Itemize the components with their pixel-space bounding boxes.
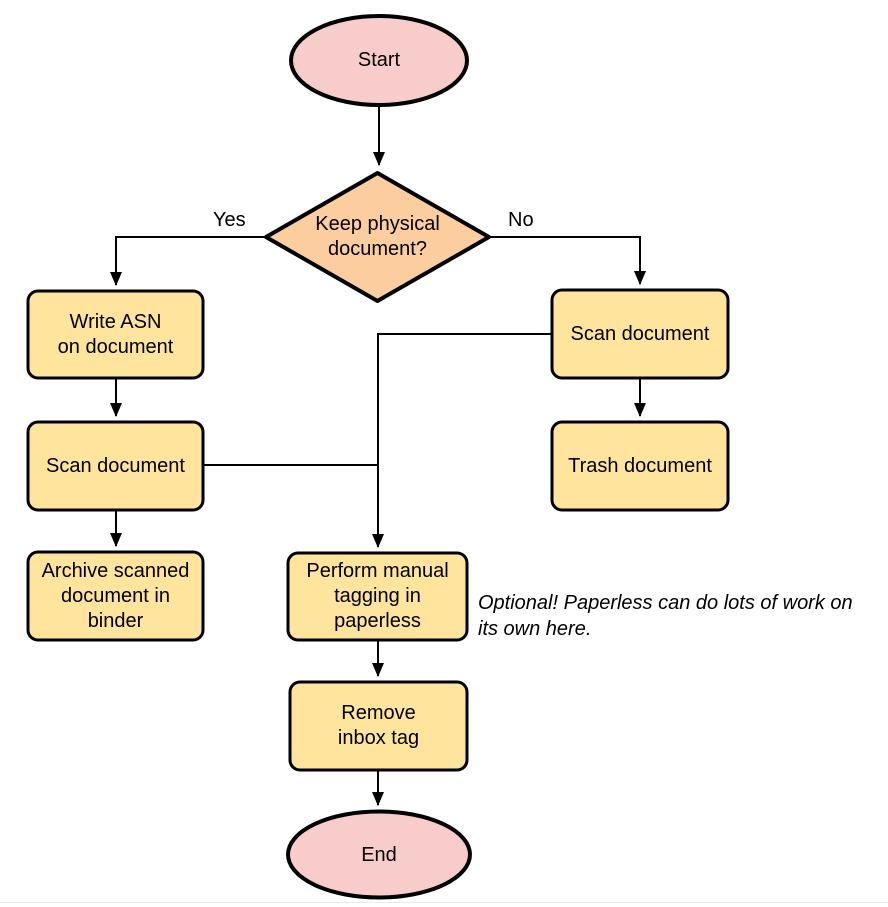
edge-label-no: No bbox=[506, 208, 536, 233]
edge-decision-no bbox=[489, 236, 646, 285]
node-archive bbox=[26, 550, 205, 642]
node-start bbox=[289, 14, 469, 107]
page-bottom-border bbox=[0, 902, 888, 903]
node-decision bbox=[264, 171, 491, 303]
node-remove-tag bbox=[288, 680, 469, 772]
node-tagging bbox=[286, 551, 469, 642]
node-write-asn bbox=[26, 289, 205, 380]
node-end bbox=[286, 809, 472, 900]
edge-decision-yes bbox=[110, 236, 266, 286]
node-trash bbox=[550, 420, 730, 512]
node-scan-right bbox=[550, 288, 730, 380]
edge-scanright-to-tagging bbox=[372, 333, 552, 548]
optional-note: Optional! Paperless can do lots of work … bbox=[478, 592, 853, 640]
edge-label-yes: Yes bbox=[211, 208, 248, 233]
node-scan-left bbox=[26, 420, 205, 512]
